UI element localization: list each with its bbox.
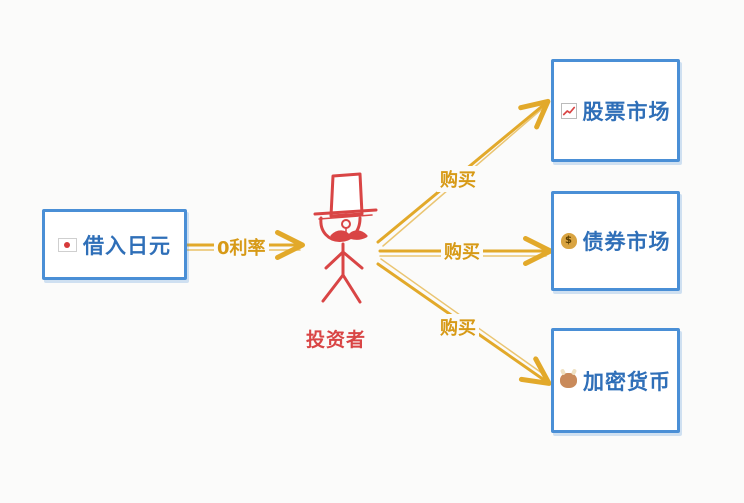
crypto-label: 加密货币 [583,369,671,394]
bull-face-icon [560,373,577,388]
chart-increasing-icon [560,102,577,119]
stock-market-box: 股票市场 [551,59,680,162]
borrow-rate-label: 0利率 [214,234,269,260]
buy-bond-label: 购买 [441,238,483,264]
bond-market-box: $ 债券市场 [551,191,680,291]
investor-label: 投资者 [306,329,367,351]
investor-top-hat-figure [313,172,378,304]
source-box: 借入日元 [42,209,187,280]
money-bag-icon: $ [560,233,577,249]
source-label: 借入日元 [83,233,171,258]
buy-crypto-label: 购买 [437,314,479,340]
buy-stock-label: 购买 [437,166,479,192]
bond-market-label: 债券市场 [582,230,671,254]
crypto-box: 加密货币 [551,328,680,433]
stock-market-label: 股票市场 [582,99,671,124]
japan-flag-icon [58,237,77,252]
